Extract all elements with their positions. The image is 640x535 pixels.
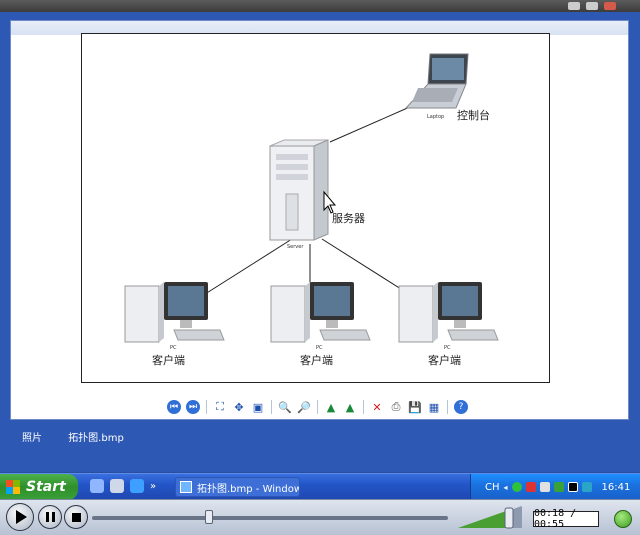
image-viewer-icon xyxy=(180,481,192,493)
stop-icon xyxy=(71,512,81,522)
security-icon[interactable] xyxy=(525,482,536,492)
client-3-label: 客户端 xyxy=(428,354,461,367)
delete-icon: ✕ xyxy=(372,400,382,414)
server-sub-label: Server xyxy=(287,244,304,250)
time-display: 00:18 / 00:55 xyxy=(533,508,599,530)
help-button[interactable]: ? xyxy=(453,399,469,415)
next-image-button[interactable]: ⏭ xyxy=(185,399,201,415)
actual-size-icon: ✥ xyxy=(234,400,244,414)
close-button[interactable] xyxy=(604,2,616,10)
pause-icon xyxy=(45,512,55,522)
toolbar-separator xyxy=(206,400,207,414)
link-server-client-1 xyxy=(201,238,293,297)
play-icon xyxy=(16,510,27,524)
server-label: 服务器 xyxy=(332,212,365,225)
slideshow-icon: ▣ xyxy=(252,400,264,414)
print-icon: ⎙ xyxy=(391,400,401,413)
viewer-toolbar: ⏮ ⏭ ⛶ ✥ ▣ 🔍 🔎 ▲ ▲ ✕ ⎙ 💾 ▦ ? xyxy=(166,398,469,416)
actual-size-button[interactable]: ✥ xyxy=(231,399,247,415)
seek-thumb[interactable] xyxy=(205,510,214,524)
network-icon[interactable] xyxy=(511,482,522,492)
messenger-icon[interactable] xyxy=(539,482,550,492)
help-icon: ? xyxy=(454,400,468,414)
edit-button[interactable]: ▦ xyxy=(426,399,442,415)
mouse-cursor-icon xyxy=(323,190,337,214)
edit-image-icon: ▦ xyxy=(428,400,440,414)
toolbar-separator xyxy=(447,400,448,414)
zoom-in-icon: 🔍 xyxy=(278,400,292,414)
previous-icon: ⏮ xyxy=(167,400,181,414)
rotate-ccw-icon: ▲ xyxy=(345,400,355,414)
show-desktop-icon[interactable] xyxy=(90,479,104,493)
play-button[interactable] xyxy=(6,503,34,531)
pc-icon-3 xyxy=(398,282,499,343)
client-2-label: 客户端 xyxy=(300,354,333,367)
fit-icon: ⛶ xyxy=(216,400,224,413)
quick-launch-more-icon[interactable]: » xyxy=(150,480,157,492)
topology-image: 控制台 Laptop 服务器 Server PC 客户端 PC 客户端 PC 客… xyxy=(81,33,550,383)
desktop-icon-label: 拓扑图.bmp xyxy=(68,433,124,444)
link-server-client-3 xyxy=(321,238,413,297)
best-fit-button[interactable]: ⛶ xyxy=(212,399,228,415)
ime-indicator[interactable]: CH xyxy=(485,481,500,493)
laptop-icon xyxy=(404,53,469,109)
windows-logo-icon xyxy=(6,480,20,494)
link-server-console xyxy=(329,105,413,143)
taskbar-item-image-viewer[interactable]: 拓扑图.bmp - Window... xyxy=(175,477,300,497)
clock: 16:41 xyxy=(601,481,631,493)
start-label: Start xyxy=(26,479,66,495)
internet-explorer-icon[interactable] xyxy=(130,479,144,493)
system-tray: CH ◂ 16:41 xyxy=(470,474,640,500)
topology-diagram xyxy=(124,53,499,343)
taskbar-item-label: 拓扑图.bmp - Window... xyxy=(197,483,300,495)
rotate-clockwise-button[interactable]: ▲ xyxy=(323,399,339,415)
media-control-bar: 00:18 / 00:55 xyxy=(0,499,640,535)
toolbar-separator xyxy=(317,400,318,414)
rotate-counterclockwise-button[interactable]: ▲ xyxy=(342,399,358,415)
minimize-button[interactable] xyxy=(568,2,580,10)
server-icon xyxy=(269,139,329,241)
viewer-header xyxy=(11,21,628,35)
client-1-sub-label: PC xyxy=(170,345,177,351)
print-button[interactable]: ⎙ xyxy=(388,399,404,415)
start-button[interactable]: Start xyxy=(0,474,78,500)
stop-button[interactable] xyxy=(64,505,88,529)
volume-slider[interactable] xyxy=(458,504,524,530)
pc-icon-2 xyxy=(270,282,371,343)
toolbar-separator xyxy=(363,400,364,414)
window-title-strip xyxy=(0,0,640,12)
display-icon[interactable] xyxy=(567,482,578,492)
client-2-sub-label: PC xyxy=(316,345,323,351)
next-icon: ⏭ xyxy=(186,400,200,414)
save-icon: 💾 xyxy=(408,400,422,414)
previous-image-button[interactable]: ⏮ xyxy=(166,399,182,415)
desktop-icon-bmp[interactable]: 拓扑图.bmp xyxy=(64,414,128,444)
rotate-cw-icon: ▲ xyxy=(326,400,336,414)
tray-expand-icon[interactable]: ◂ xyxy=(503,482,508,492)
picture-viewer-window: 控制台 Laptop 服务器 Server PC 客户端 PC 客户端 PC 客… xyxy=(10,20,629,420)
desktop-icon-label: 照片 xyxy=(22,433,42,444)
save-button[interactable]: 💾 xyxy=(407,399,423,415)
seek-bar[interactable] xyxy=(92,516,448,520)
zoom-out-button[interactable]: 🔎 xyxy=(296,399,312,415)
user-icon[interactable] xyxy=(553,482,564,492)
zoom-in-button[interactable]: 🔍 xyxy=(277,399,293,415)
maximize-button[interactable] xyxy=(586,2,598,10)
client-3-sub-label: PC xyxy=(444,345,451,351)
zoom-out-icon: 🔎 xyxy=(297,400,311,414)
laptop-sub-label: Laptop xyxy=(427,114,445,120)
client-1-label: 客户端 xyxy=(152,354,185,367)
volume-icon[interactable] xyxy=(581,482,592,492)
desktop-icon-photos[interactable]: 照片 xyxy=(0,414,64,444)
media-player-icon[interactable] xyxy=(110,479,124,493)
fullscreen-button[interactable] xyxy=(614,510,632,528)
taskbar: Start » 拓扑图.bmp - Window... CH ◂ 16:41 xyxy=(0,473,640,500)
slideshow-button[interactable]: ▣ xyxy=(250,399,266,415)
delete-button[interactable]: ✕ xyxy=(369,399,385,415)
console-label: 控制台 xyxy=(457,109,490,122)
pause-button[interactable] xyxy=(38,505,62,529)
quick-launch: » xyxy=(90,479,156,493)
pc-icon-1 xyxy=(124,282,225,343)
toolbar-separator xyxy=(271,400,272,414)
